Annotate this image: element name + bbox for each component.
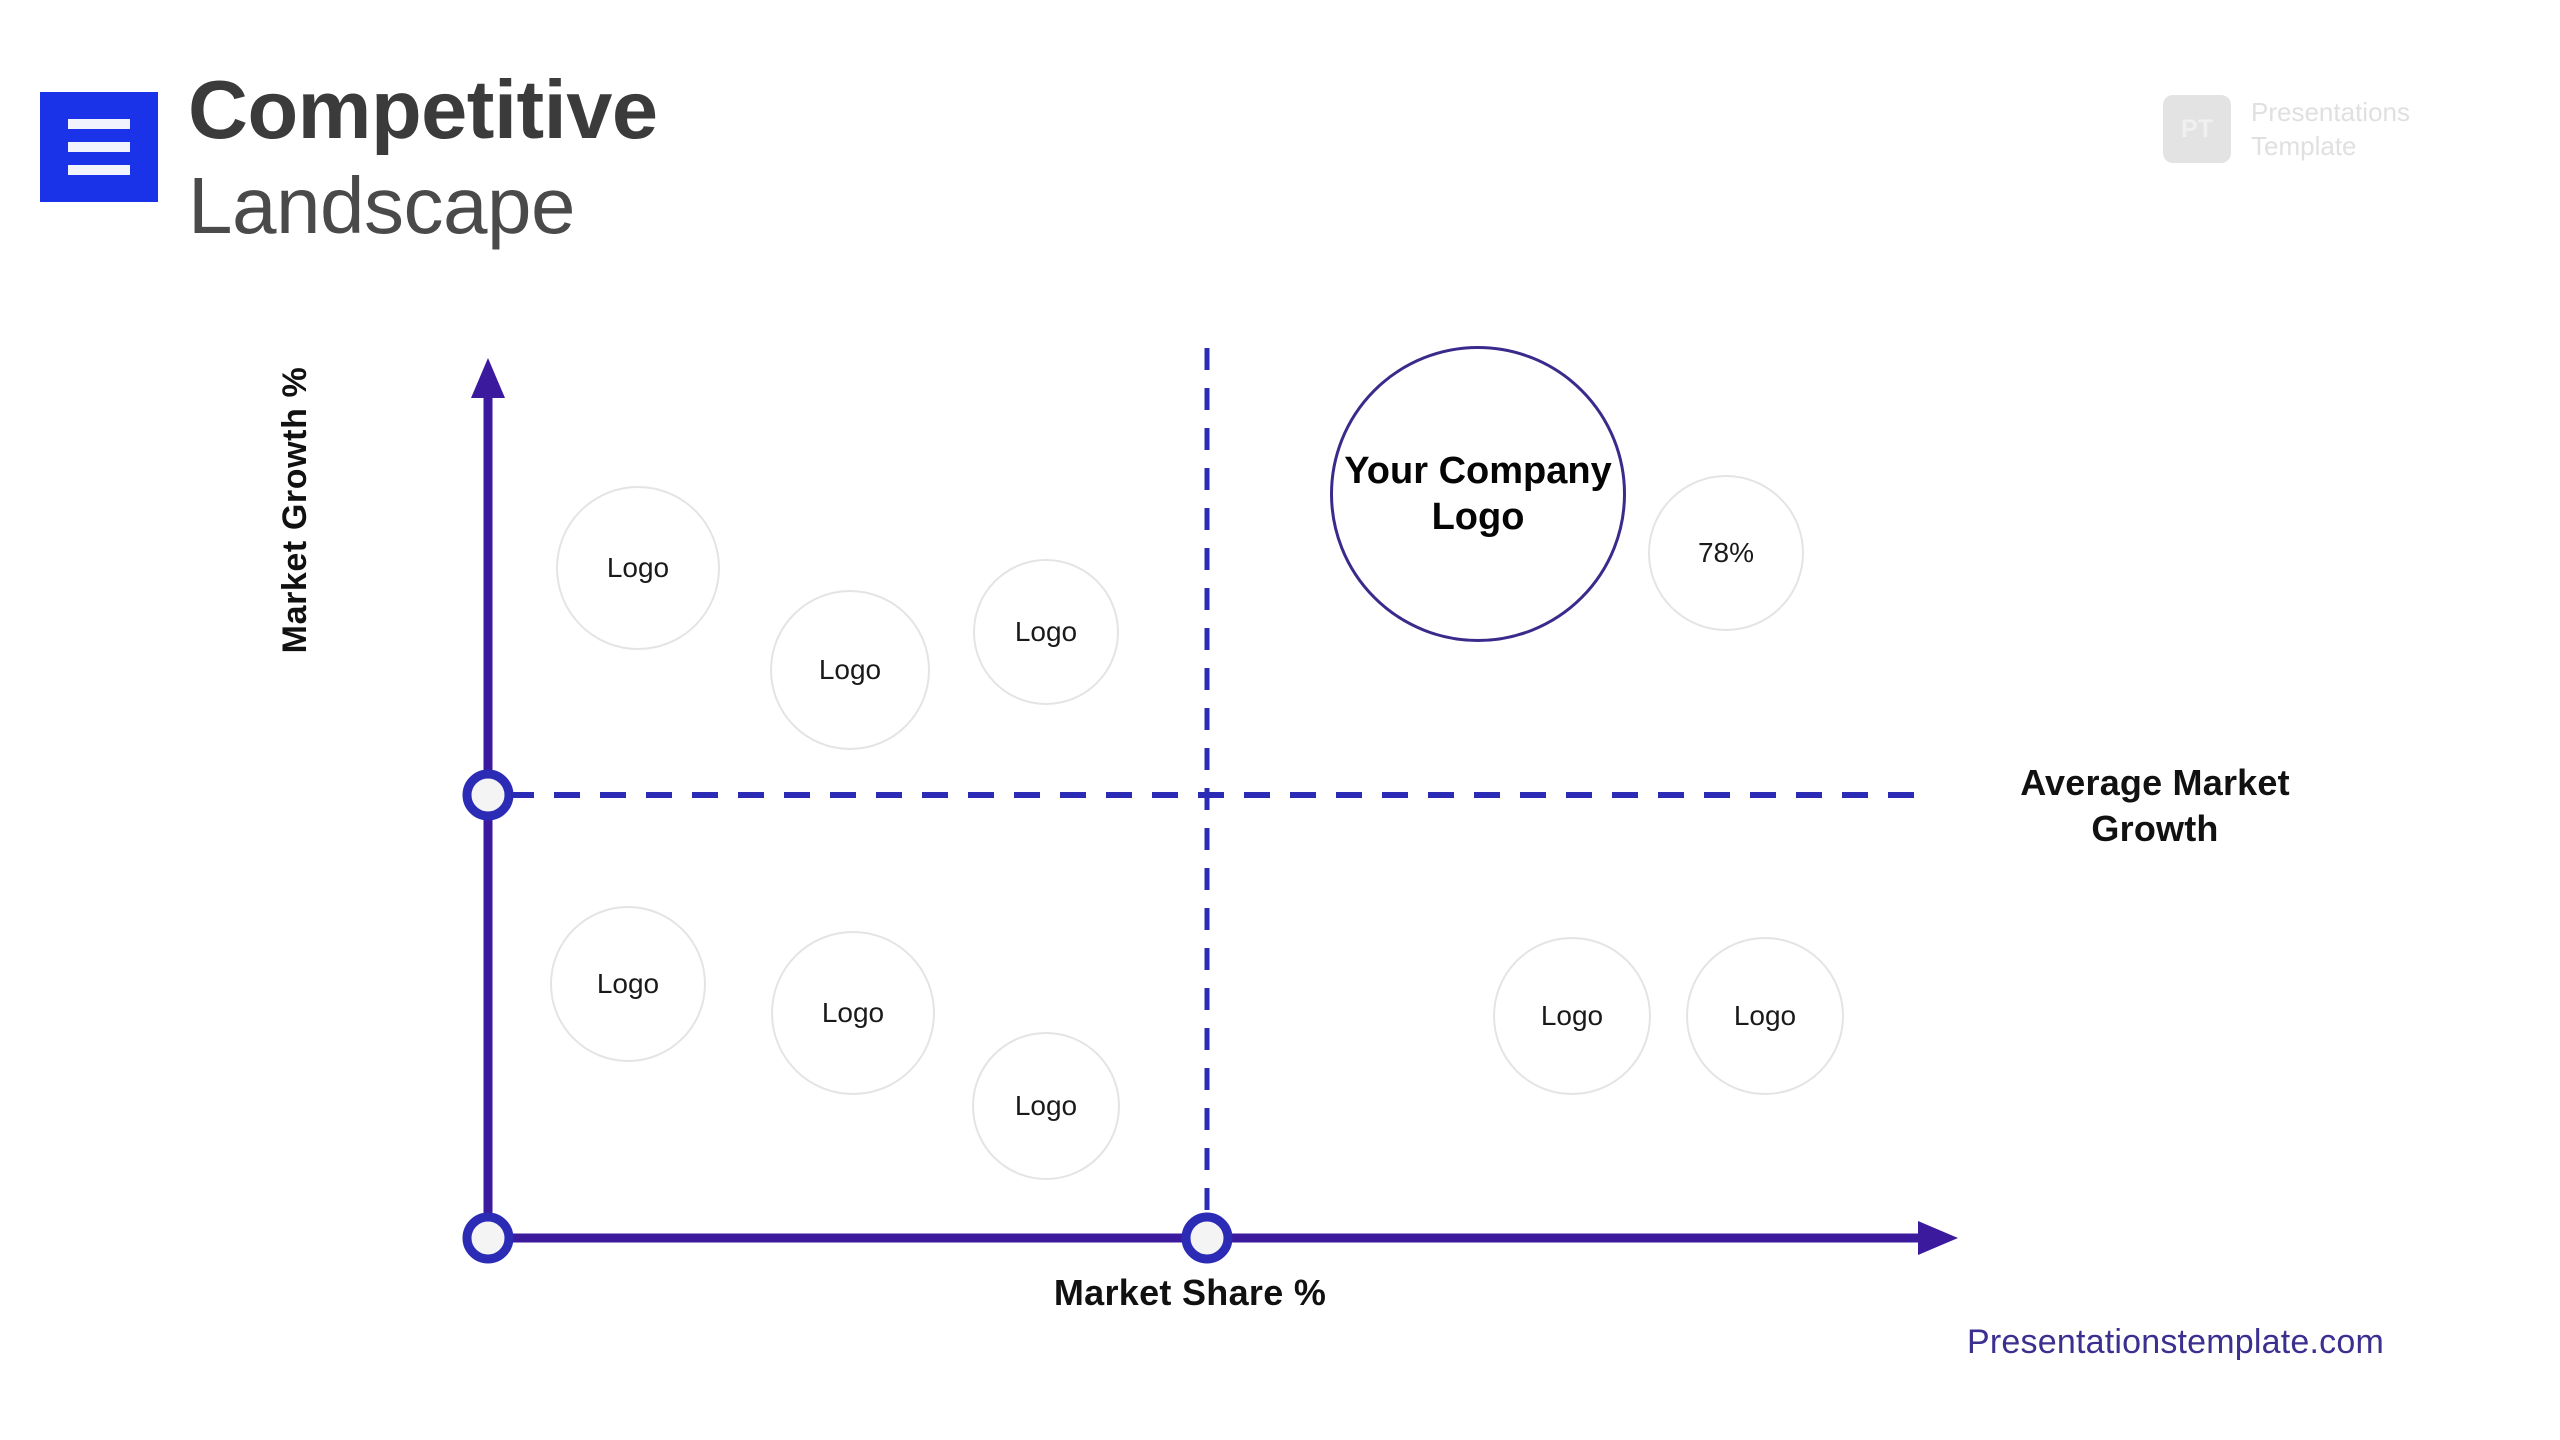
hamburger-menu-icon[interactable] bbox=[40, 92, 158, 202]
menu-bar-2 bbox=[68, 142, 130, 152]
page-header: Competitive Landscape PT Presentations T… bbox=[0, 0, 2560, 330]
bubble-label: Logo bbox=[606, 552, 670, 583]
bubble-label: Logo bbox=[1014, 1090, 1078, 1121]
x-axis-arrow-icon bbox=[1918, 1221, 1958, 1255]
y-axis-title: Market Growth % bbox=[276, 366, 314, 654]
origin-marker[interactable] bbox=[462, 1212, 514, 1264]
bubble-label: 78% bbox=[1697, 537, 1755, 568]
footer-website-url[interactable]: Presentationstemplate.com bbox=[1967, 1323, 2384, 1361]
competitor-bubble[interactable]: Logo bbox=[770, 590, 930, 750]
average-market-growth-text: Average Market Growth bbox=[2020, 762, 2290, 850]
page-title: Competitive Landscape bbox=[188, 63, 658, 250]
average-growth-marker[interactable] bbox=[462, 769, 514, 821]
your-company-bubble[interactable]: Your Company Logo bbox=[1330, 346, 1626, 642]
competitor-bubble[interactable]: Logo bbox=[771, 931, 935, 1095]
menu-bar-1 bbox=[68, 119, 130, 129]
title-line-secondary: Landscape bbox=[188, 160, 575, 250]
bubble-label: Logo bbox=[1014, 616, 1078, 647]
competitor-bubble[interactable]: Logo bbox=[550, 906, 706, 1062]
competitor-bubble[interactable]: Logo bbox=[972, 1032, 1120, 1180]
watermark-line-2: Template bbox=[2251, 131, 2357, 162]
competitor-bubble[interactable]: Logo bbox=[1493, 937, 1651, 1095]
bubble-label: Logo bbox=[1540, 1000, 1604, 1031]
y-axis-arrow-icon bbox=[471, 358, 505, 398]
competitor-bubble[interactable]: Logo bbox=[556, 486, 720, 650]
competitor-bubble[interactable]: Logo bbox=[973, 559, 1119, 705]
menu-bar-3 bbox=[68, 165, 130, 175]
bubble-label: Logo bbox=[596, 968, 660, 999]
watermark-line-1: Presentations bbox=[2251, 97, 2410, 127]
competitor-bubble[interactable]: 78% bbox=[1648, 475, 1804, 631]
average-market-growth-label: Average Market Growth bbox=[1955, 760, 2355, 852]
watermark-badge-icon: PT bbox=[2163, 95, 2232, 164]
watermark-text: Presentations Template bbox=[2251, 95, 2410, 164]
median-share-marker[interactable] bbox=[1181, 1212, 1233, 1264]
competitor-bubble[interactable]: Logo bbox=[1686, 937, 1844, 1095]
bubble-label: Logo bbox=[821, 997, 885, 1028]
bubble-label: Logo bbox=[1733, 1000, 1797, 1031]
x-axis-title: Market Share % bbox=[1053, 1272, 1327, 1313]
title-line-primary: Competitive bbox=[188, 63, 658, 156]
watermark: PT Presentations Template bbox=[2163, 95, 2410, 164]
bubble-label: Logo bbox=[818, 654, 882, 685]
bubble-label: Your Company Logo bbox=[1344, 449, 1612, 538]
